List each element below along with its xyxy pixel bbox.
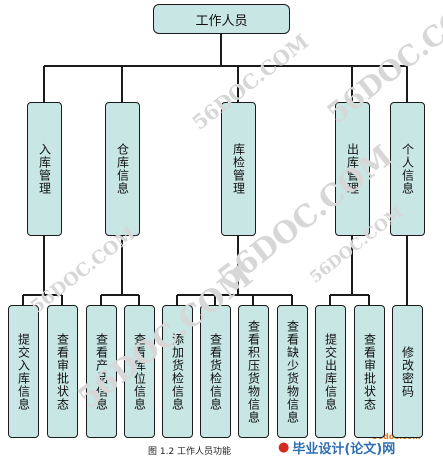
module-label: 入库管理: [37, 143, 52, 195]
module-label: 出库管理: [345, 143, 360, 195]
leaf-add-inspection: 添加货检信息: [162, 305, 193, 438]
leaf-view-shortage: 查看缺少货物信息: [277, 305, 308, 438]
leaf-label: 添加货检信息: [170, 332, 185, 411]
leaf-view-location: 查看库位信息: [124, 305, 155, 438]
leaf-submit-outbound: 提交出库信息: [315, 305, 346, 438]
leaf-view-inspection: 查看货检信息: [200, 305, 231, 438]
module-personal-info: 个人信息: [390, 102, 425, 236]
leaf-label: 修改密码: [400, 345, 415, 398]
leaf-label: 查看积压货物信息: [246, 319, 261, 424]
module-label: 仓库信息: [115, 143, 130, 195]
root-label: 工作人员: [195, 13, 248, 29]
module-inspection: 库检管理: [221, 102, 256, 236]
leaf-submit-inbound: 提交入库信息: [8, 305, 39, 438]
root-node: 工作人员: [153, 4, 290, 34]
flame-icon: ●: [278, 440, 290, 455]
module-label: 个人信息: [400, 143, 415, 195]
leaf-label: 提交出库信息: [323, 332, 338, 411]
leaf-label: 查看货检信息: [208, 332, 223, 411]
leaf-label: 查看审批状态: [362, 332, 377, 411]
module-warehouse-info: 仓库信息: [105, 102, 140, 236]
footer-logo: ● 毕业设计(论文)网: [278, 438, 395, 457]
leaf-label: 查看审批状态: [55, 332, 70, 411]
footer-brand: 毕业设计(论文)网: [292, 442, 396, 457]
leaf-label: 查看缺少货物信息: [285, 319, 300, 424]
leaf-view-approval-out: 查看审批状态: [354, 305, 385, 438]
leaf-view-product: 查看产品信息: [86, 305, 117, 438]
leaf-label: 查看产品信息: [94, 332, 109, 411]
leaf-label: 提交入库信息: [16, 332, 31, 411]
leaf-label: 查看库位信息: [132, 332, 147, 411]
figure-caption: 图 1.2 工作人员功能: [148, 447, 232, 457]
leaf-view-overstock: 查看积压货物信息: [238, 305, 269, 438]
leaf-change-password: 修改密码: [392, 305, 423, 438]
module-inbound: 入库管理: [27, 102, 62, 236]
module-outbound: 出库管理: [335, 102, 370, 236]
module-label: 库检管理: [231, 143, 246, 195]
leaf-view-approval: 查看审批状态: [47, 305, 78, 438]
